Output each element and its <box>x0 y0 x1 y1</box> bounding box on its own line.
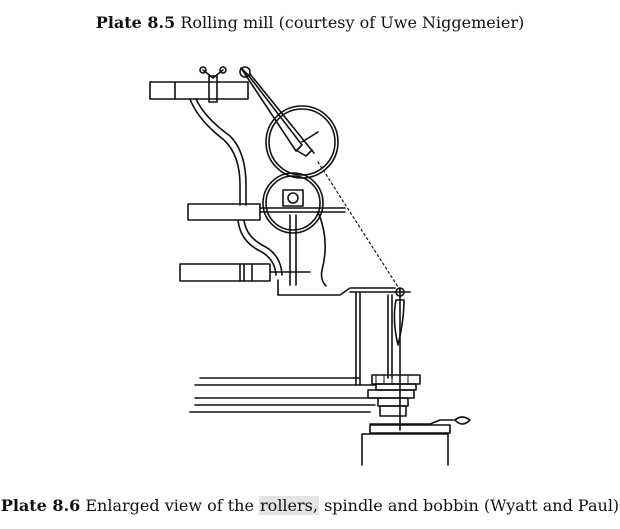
highlighted-word: rollers, <box>259 496 319 515</box>
adjust-knob <box>454 416 471 425</box>
plate-caption-text: Rolling mill (courtesy of Uwe Niggemeier… <box>180 13 525 32</box>
plate-number: Plate 8.6 <box>0 496 81 515</box>
wing-nut <box>199 66 227 103</box>
roller-bearing <box>282 189 304 207</box>
bobbin <box>393 299 405 346</box>
base-stand <box>361 433 449 466</box>
spindle <box>387 287 405 431</box>
plate-number: Plate 8.5 <box>95 13 176 32</box>
curved-bracket <box>189 98 241 206</box>
screw-rod-block <box>179 263 241 282</box>
top-clamp-bar <box>149 81 249 100</box>
base-plate <box>369 419 456 425</box>
lever-pivot <box>239 66 251 78</box>
middle-bar <box>187 203 261 221</box>
weight-lever <box>240 67 303 152</box>
plate-caption-text-after: spindle and bobbin (Wyatt and Paul) <box>324 496 620 515</box>
plate-caption-text-before: Enlarged view of the <box>85 496 254 515</box>
spindle-gears <box>367 374 421 417</box>
thread-line <box>317 161 401 291</box>
plate-caption-top: Plate 8.5 Rolling mill (courtesy of Uwe … <box>0 13 620 32</box>
bottom-roller <box>262 172 324 234</box>
plate-caption-bottom: Plate 8.6 Enlarged view of the rollers, … <box>0 496 620 515</box>
frame-top-rail <box>277 279 396 296</box>
